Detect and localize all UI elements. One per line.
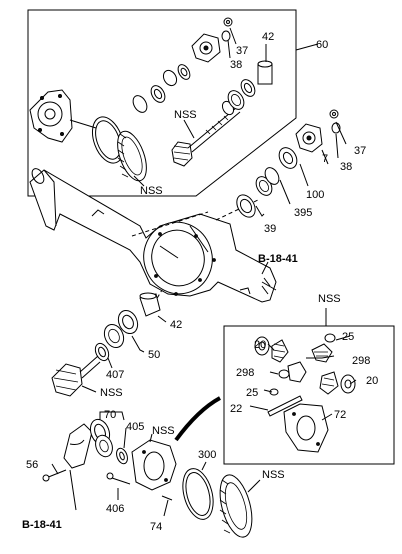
adjuster-405 bbox=[116, 447, 128, 465]
label-407: 407 bbox=[106, 369, 124, 381]
collapsible-spacer-top bbox=[257, 60, 273, 85]
shim-407 bbox=[94, 342, 110, 362]
label-25-top: 25 bbox=[342, 331, 354, 343]
bearing-set-top-left bbox=[132, 64, 191, 113]
leader-arc bbox=[174, 396, 221, 442]
label-22: 22 bbox=[230, 403, 242, 415]
label-38-top: 38 bbox=[230, 59, 242, 71]
bearing-set-top-right bbox=[221, 79, 256, 116]
label-25-mid: 25 bbox=[246, 387, 258, 399]
label-nss-ring-bottom: NSS bbox=[262, 469, 285, 481]
label-nss-case: NSS bbox=[152, 425, 175, 437]
label-39: 39 bbox=[264, 223, 276, 235]
bolt-406 bbox=[106, 472, 131, 485]
label-405: 405 bbox=[126, 421, 144, 433]
label-60: 60 bbox=[316, 39, 328, 51]
ref-b-18-41-housing[interactable]: B-18-41 bbox=[258, 253, 298, 265]
label-74: 74 bbox=[150, 521, 162, 533]
inset-box-assembly-60 bbox=[27, 9, 319, 197]
ring-gear-top bbox=[117, 130, 147, 182]
ref-b-18-41-bottom[interactable]: B-18-41 bbox=[22, 519, 62, 531]
label-298-left: 298 bbox=[236, 367, 254, 379]
label-7: 7 bbox=[322, 153, 328, 165]
label-395: 395 bbox=[294, 207, 312, 219]
differential-case-bottom bbox=[131, 439, 177, 501]
axle-housing bbox=[29, 168, 277, 303]
nut-washer-top bbox=[221, 17, 233, 42]
ring-seal-300 bbox=[182, 468, 214, 520]
bearing-50-mid bbox=[103, 309, 139, 349]
label-37-top: 37 bbox=[236, 45, 248, 57]
label-72: 72 bbox=[334, 409, 346, 421]
part-number-labels: 60 37 38 42 NSS NSS 7 37 38 100 395 39 B… bbox=[22, 31, 378, 533]
spacer-42-mid bbox=[139, 292, 161, 317]
label-50: 50 bbox=[148, 349, 160, 361]
inset-box-differential bbox=[174, 308, 395, 465]
label-20-right: 20 bbox=[366, 375, 378, 387]
label-42-top: 42 bbox=[262, 31, 274, 43]
label-nss-pinion-mid: NSS bbox=[100, 387, 123, 399]
label-70: 70 bbox=[104, 409, 116, 421]
label-nss-diff: NSS bbox=[318, 293, 341, 305]
label-406: 406 bbox=[106, 503, 124, 515]
label-56: 56 bbox=[26, 459, 38, 471]
label-37-right: 37 bbox=[354, 145, 366, 157]
label-42-mid: 42 bbox=[170, 319, 182, 331]
ring-gear-bottom bbox=[219, 474, 253, 538]
nut-washer-right bbox=[329, 109, 341, 134]
pinion-gear-mid bbox=[51, 355, 101, 397]
label-nss-pinion-top: NSS bbox=[174, 109, 197, 121]
label-298-right: 298 bbox=[352, 355, 370, 367]
bearing-cap-56 bbox=[42, 423, 93, 482]
label-100: 100 bbox=[306, 189, 324, 201]
bearing-70 bbox=[89, 418, 113, 458]
companion-flange-right bbox=[295, 123, 323, 153]
label-38-right: 38 bbox=[340, 161, 352, 173]
label-nss-ring-top: NSS bbox=[140, 185, 163, 197]
carrier-cover bbox=[29, 89, 97, 143]
bearing-set-right bbox=[236, 147, 298, 218]
label-20-left: 20 bbox=[254, 339, 266, 351]
leader-lines bbox=[51, 27, 357, 517]
companion-flange-top bbox=[191, 33, 221, 63]
diff-parts-inset bbox=[254, 333, 356, 453]
label-300: 300 bbox=[198, 449, 216, 461]
